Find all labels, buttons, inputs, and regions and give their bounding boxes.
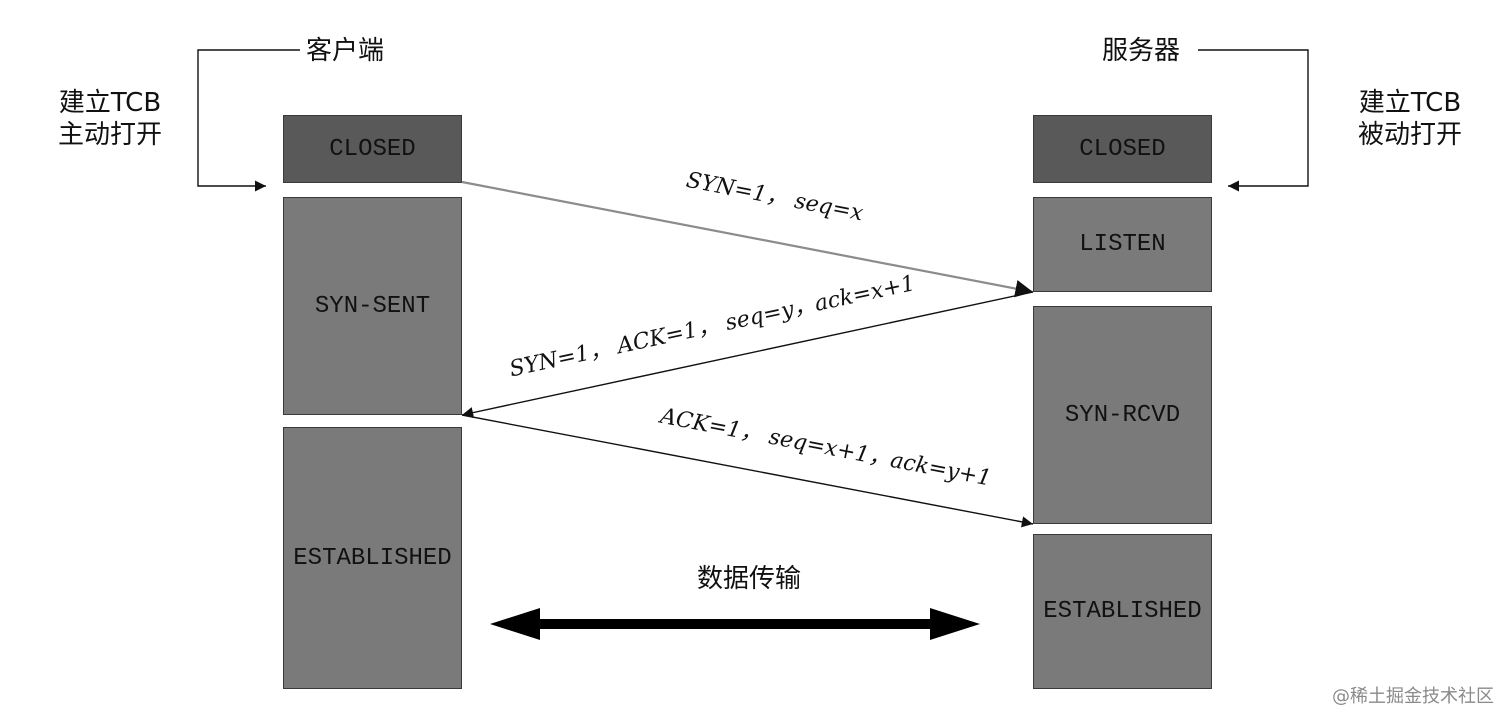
server-listen-state: LISTEN — [1033, 197, 1212, 292]
server-closed-state: CLOSED — [1033, 115, 1212, 183]
client-established-state: ESTABLISHED — [283, 427, 462, 689]
server-tcb-bracket — [1198, 49, 1309, 192]
server-tcb-line1: 建立TCB — [1358, 88, 1462, 118]
watermark: @稀土掘金技术社区 — [1332, 686, 1494, 707]
server-syn-rcvd-state: SYN-RCVD — [1033, 306, 1212, 524]
client-title: 客户端 — [306, 36, 385, 66]
ack-arrow — [461, 414, 1034, 528]
client-tcb-line2: 主动打开 — [57, 120, 162, 150]
server-tcb-line2: 被动打开 — [1357, 120, 1462, 150]
server-established-state: ESTABLISHED — [1033, 534, 1212, 689]
client-closed-state: CLOSED — [283, 115, 462, 183]
server-title: 服务器 — [1102, 36, 1181, 66]
client-tcb-bracket — [197, 49, 300, 192]
syn-ack-arrow — [461, 291, 1034, 419]
data-transfer-label: 数据传输 — [697, 564, 802, 594]
syn-arrow — [461, 180, 1034, 298]
data-transfer-arrow — [490, 608, 980, 640]
client-syn-sent-state: SYN-SENT — [283, 197, 462, 415]
client-tcb-line1: 建立TCB — [58, 88, 162, 118]
